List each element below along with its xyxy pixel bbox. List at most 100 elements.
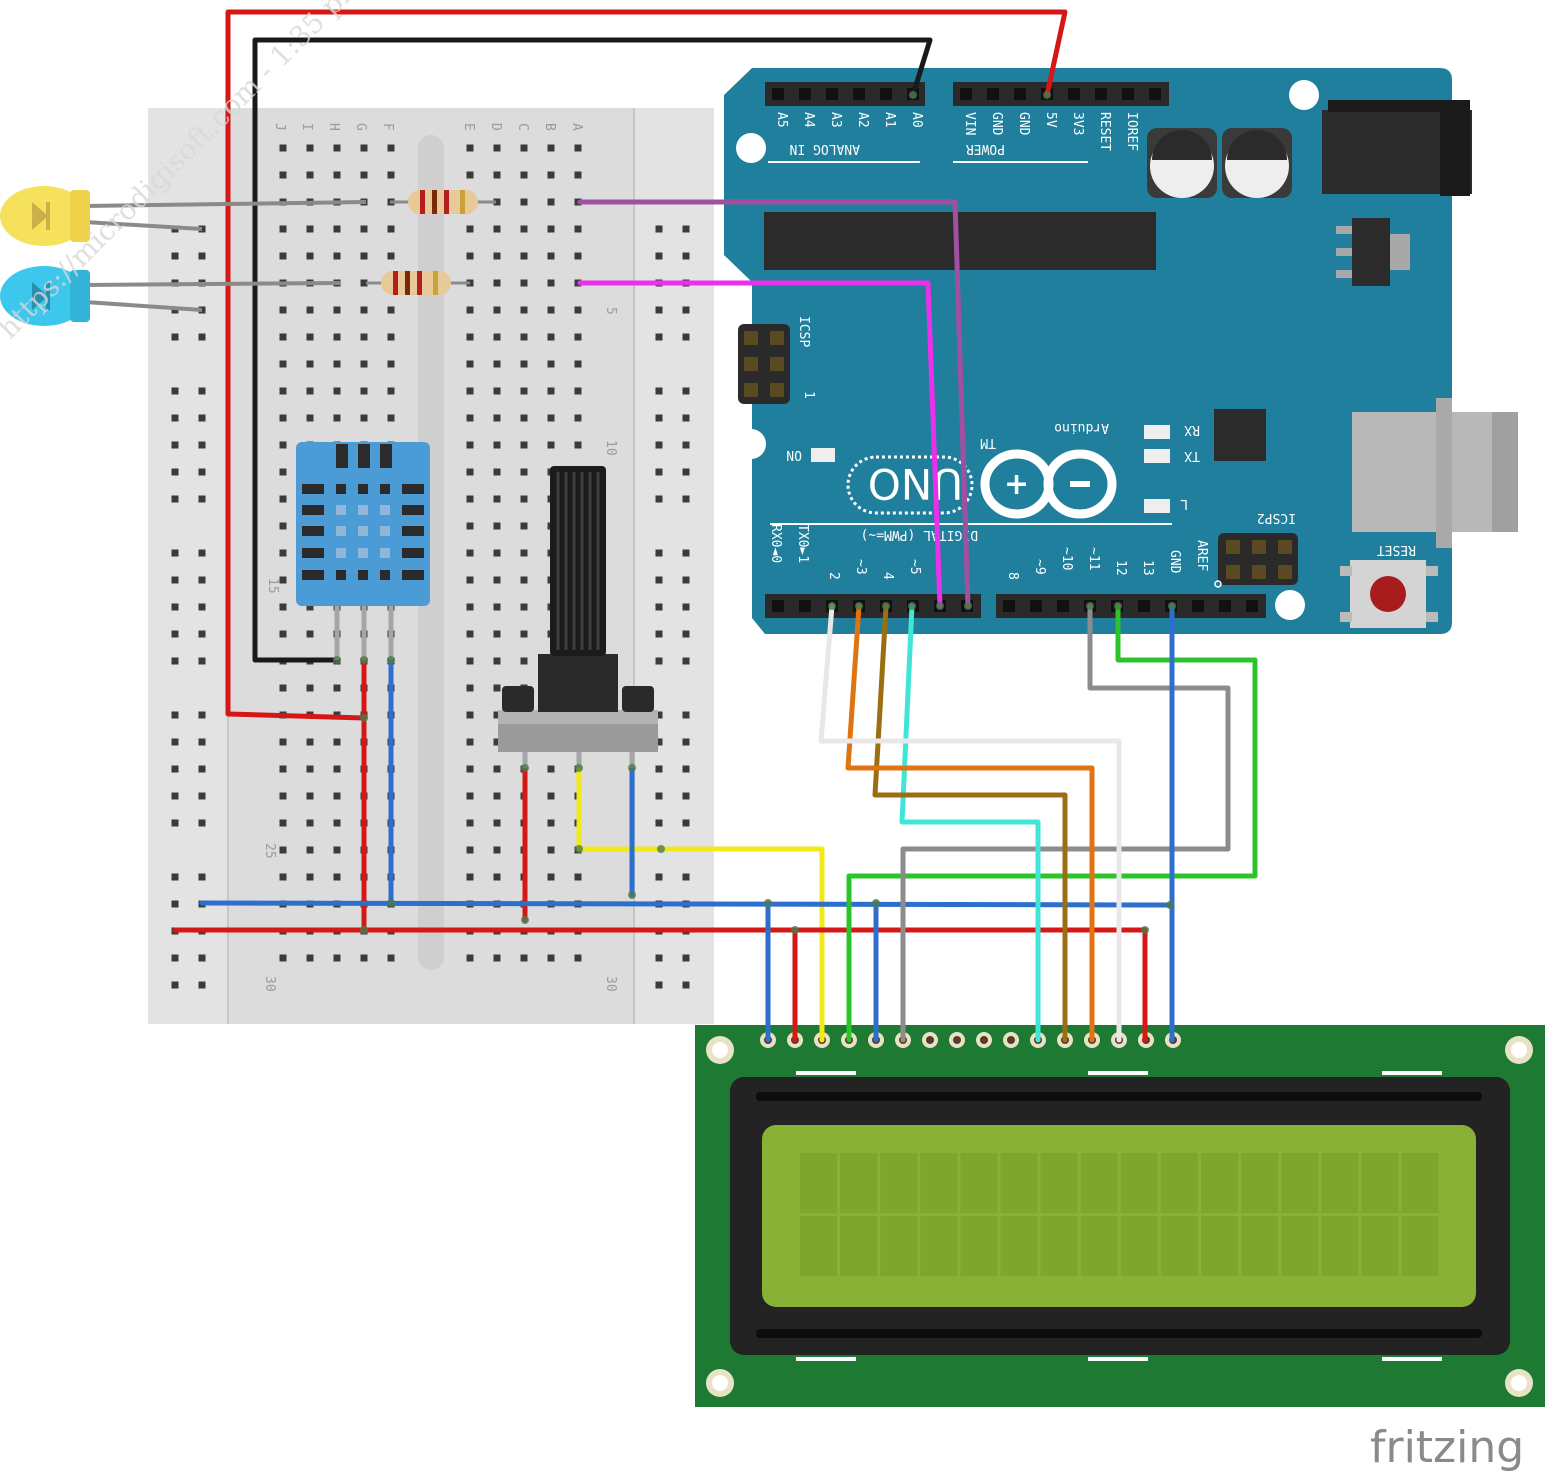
pin-label-5v: 5V bbox=[1043, 112, 1058, 128]
breadboard-hole bbox=[306, 846, 314, 854]
pin-label-d9: ~9 bbox=[1032, 559, 1047, 575]
breadboard-hole bbox=[333, 387, 341, 395]
wire-green-lcd-rs bbox=[846, 603, 1258, 1043]
lcd-character-cell bbox=[1000, 1216, 1038, 1276]
wire-junction bbox=[360, 656, 368, 664]
wire-cyan-lcd-d4 bbox=[899, 603, 1041, 1043]
wire-junction bbox=[909, 91, 917, 99]
breadboard-hole bbox=[333, 684, 341, 692]
icsp2-header bbox=[1218, 533, 1298, 585]
breadboard-hole bbox=[333, 738, 341, 746]
breadboard-hole bbox=[466, 225, 474, 233]
wire-junction bbox=[882, 602, 890, 610]
wire-blue-gnd-rail bbox=[199, 900, 1173, 908]
breadboard-hole bbox=[387, 333, 395, 341]
breadboard-rail-hole bbox=[171, 792, 179, 800]
breadboard-hole bbox=[333, 765, 341, 773]
header-pin bbox=[1057, 600, 1069, 612]
breadboard-hole bbox=[306, 333, 314, 341]
breadboard-hole bbox=[360, 171, 368, 179]
uno-label: UNO bbox=[868, 459, 963, 508]
breadboard-rail-hole bbox=[682, 441, 690, 449]
breadboard-rail-hole bbox=[171, 630, 179, 638]
breadboard-hole bbox=[493, 765, 501, 773]
lcd-character-cell bbox=[1241, 1216, 1279, 1276]
pin-label-a5: A5 bbox=[774, 112, 789, 128]
breadboard-hole bbox=[520, 468, 528, 476]
pin-label-3v3: 3V3 bbox=[1070, 112, 1085, 135]
digital-pin-labels: RX0◄0 TX0►1 2 ~3 4 ~5 8 ~9 ~10 ~11 12 13… bbox=[768, 524, 1209, 580]
breadboard-rail-hole bbox=[655, 306, 663, 314]
pin-label-d3: ~3 bbox=[853, 559, 868, 575]
reset-button[interactable] bbox=[1340, 560, 1438, 628]
breadboard-hole bbox=[306, 792, 314, 800]
pin-label-d4: 4 bbox=[880, 572, 895, 580]
wire-yellow-pot bbox=[576, 765, 825, 1043]
dht-vent bbox=[358, 570, 368, 580]
wire-junction bbox=[791, 926, 799, 934]
header-pin bbox=[826, 88, 838, 100]
pin-label-d11: ~11 bbox=[1086, 547, 1101, 570]
breadboard-hole bbox=[520, 225, 528, 233]
breadboard-hole bbox=[493, 603, 501, 611]
lcd-pin-hole bbox=[1007, 1036, 1015, 1044]
tx-led bbox=[1144, 449, 1170, 463]
wire-junction bbox=[764, 899, 772, 907]
breadboard-hole bbox=[279, 792, 287, 800]
breadboard-hole bbox=[466, 576, 474, 584]
breadboard-rail-hole bbox=[655, 549, 663, 557]
breadboard-hole bbox=[333, 252, 341, 260]
dht-vent bbox=[402, 484, 424, 494]
breadboard-hole bbox=[493, 306, 501, 314]
breadboard-hole bbox=[493, 387, 501, 395]
breadboard-hole bbox=[493, 549, 501, 557]
breadboard-rail-hole bbox=[198, 495, 206, 503]
breadboard-hole bbox=[520, 279, 528, 287]
breadboard-rail-hole bbox=[171, 468, 179, 476]
breadboard-rail-hole bbox=[171, 495, 179, 503]
breadboard-hole bbox=[333, 873, 341, 881]
infinity-logo-icon: + bbox=[980, 449, 1117, 519]
breadboard-hole bbox=[493, 279, 501, 287]
breadboard-hole bbox=[360, 333, 368, 341]
breadboard-hole bbox=[360, 144, 368, 152]
breadboard-hole bbox=[493, 333, 501, 341]
breadboard-hole bbox=[333, 360, 341, 368]
breadboard-rail-hole bbox=[198, 792, 206, 800]
breadboard-hole bbox=[279, 765, 287, 773]
breadboard-rail-hole bbox=[655, 468, 663, 476]
reset-label: RESET bbox=[1377, 542, 1416, 557]
lcd-character-cell bbox=[920, 1153, 958, 1213]
power-header-label: POWER bbox=[966, 141, 1005, 156]
lcd-character-cell bbox=[920, 1216, 958, 1276]
breadboard-hole bbox=[574, 333, 582, 341]
icsp-label: ICSP bbox=[796, 316, 811, 347]
breadboard-hole bbox=[520, 171, 528, 179]
usb-connector bbox=[1352, 398, 1518, 548]
breadboard-rail-hole bbox=[682, 414, 690, 422]
breadboard-hole bbox=[574, 252, 582, 260]
breadboard-hole bbox=[547, 144, 555, 152]
breadboard-hole bbox=[520, 549, 528, 557]
breadboard-rail-hole bbox=[682, 468, 690, 476]
pin-label-gnd: GND bbox=[989, 112, 1004, 136]
breadboard-hole bbox=[493, 441, 501, 449]
rx-led bbox=[1144, 425, 1170, 439]
header-pin bbox=[960, 88, 972, 100]
breadboard-hole bbox=[547, 225, 555, 233]
breadboard-hole bbox=[520, 603, 528, 611]
breadboard-hole bbox=[493, 711, 501, 719]
breadboard-hole bbox=[493, 171, 501, 179]
wire-junction bbox=[1043, 91, 1051, 99]
wire-junction bbox=[387, 656, 395, 664]
lcd-character-cell bbox=[1281, 1216, 1319, 1276]
wire-junction bbox=[628, 764, 636, 772]
breadboard-rail-hole bbox=[198, 252, 206, 260]
wire-junction bbox=[1114, 602, 1122, 610]
breadboard-rail-hole bbox=[198, 414, 206, 422]
breadboard-hole bbox=[493, 846, 501, 854]
row-number-5: 5 bbox=[603, 307, 618, 315]
breadboard-hole bbox=[547, 387, 555, 395]
lcd-pin-hole bbox=[926, 1036, 934, 1044]
breadboard-hole bbox=[466, 630, 474, 638]
